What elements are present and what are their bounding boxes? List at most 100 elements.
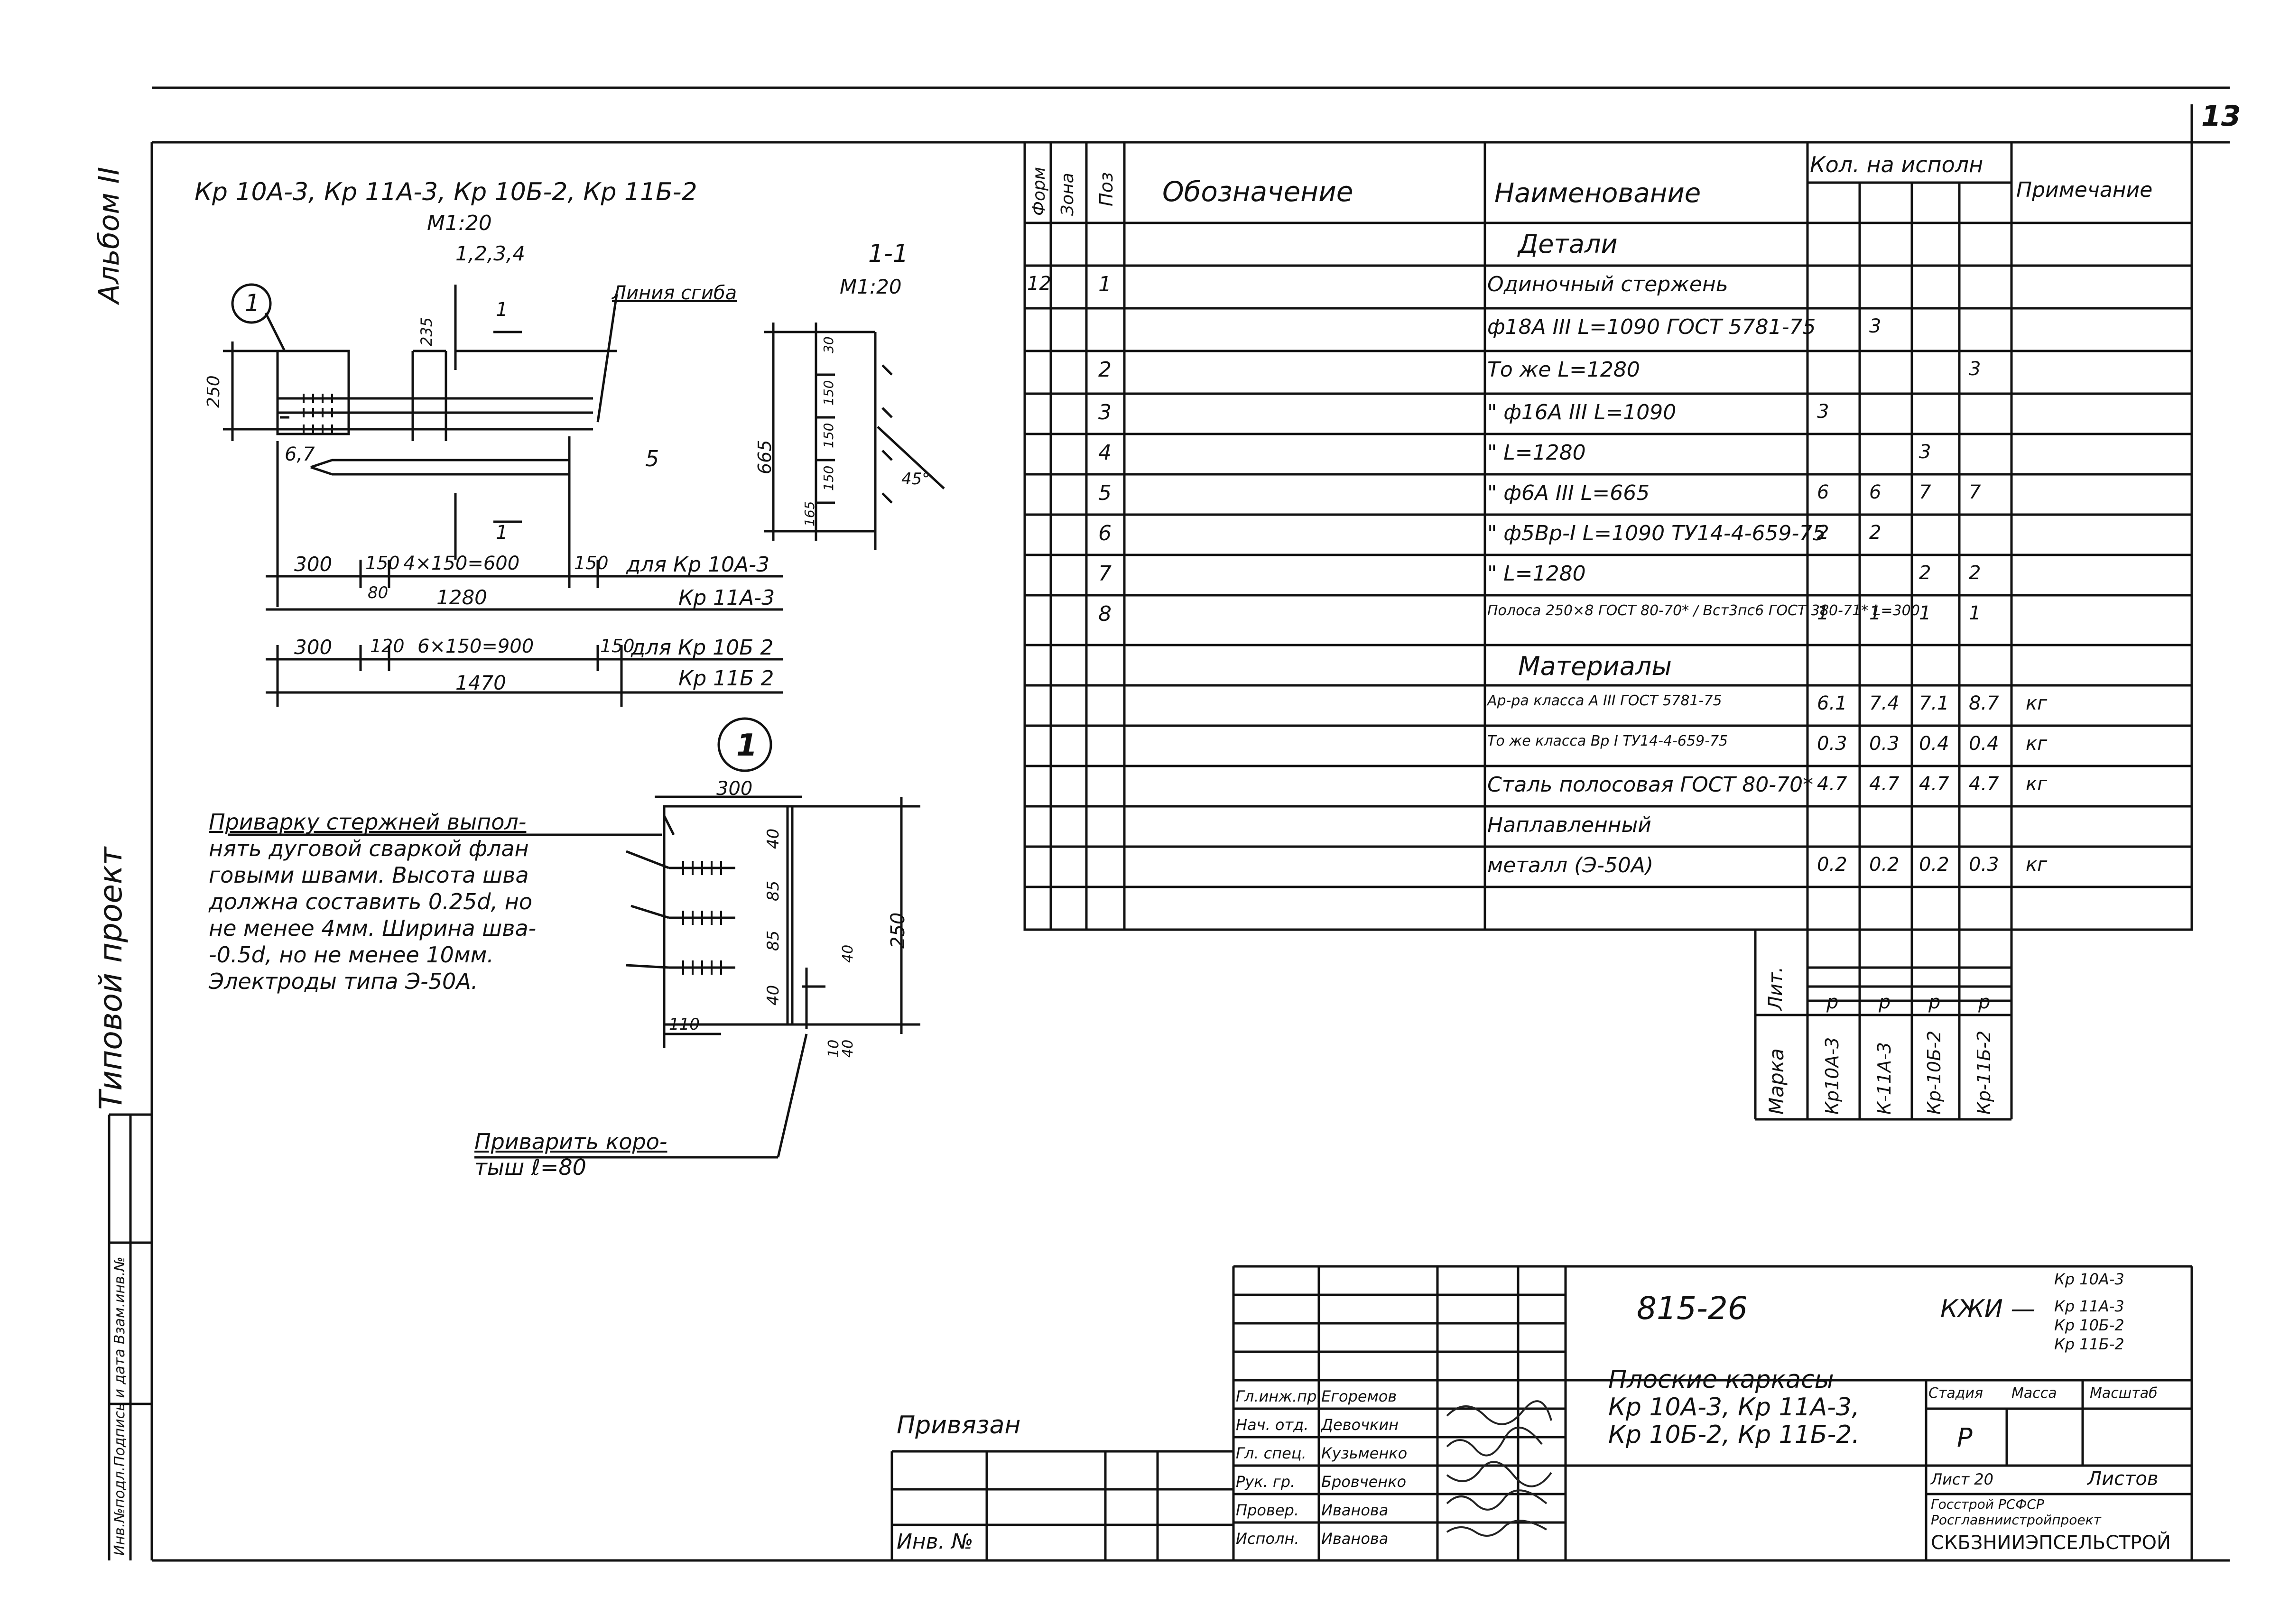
spec-qty-cell: 3 [1919,441,1931,463]
weld-note-line: должна составить 0.25d, но [209,889,533,914]
spec-qty-cell: 0.3 [1817,733,1847,755]
role-2: Гл. спец. [1236,1444,1307,1462]
hdr-qty: Кол. на исполн [1810,152,1983,177]
spec-qty-cell: 7 [1919,481,1931,503]
code-mark-1: Кр 11А-3 [2054,1297,2124,1315]
code-mark-3: Кр 11Б-2 [2054,1335,2124,1353]
spec-name-cell: " ф5Вр-I L=1090 ТУ14-4-659-75 [1487,521,1826,545]
pos-5-label: 5 [645,446,659,471]
spec-pos-cell: 1 [1098,272,1112,296]
org-line-1: Росглавниистройпроект [1931,1512,2101,1528]
positions-label: 1,2,3,4 [455,242,525,265]
spec-pos-cell: 6 [1098,521,1112,545]
mark-label: Марка [1765,1048,1788,1115]
hdr-name: Наименование [1494,178,1701,209]
code-mark-2: Кр 10Б-2 [2054,1316,2124,1334]
hdr-format: Форм [1029,166,1049,216]
spec-qty-cell: 1 [1869,602,1881,624]
dim-section-2: 150 [821,423,836,448]
spec-qty-cell: 4.7 [1869,773,1900,795]
lit-0: р [1826,991,1839,1013]
dim-80: 80 [368,583,389,602]
spec-qty-cell: 1 [1969,602,1981,624]
spec-name-cell: Ар-ра класса А III ГОСТ 5781-75 [1487,692,1722,709]
spec-qty-cell: 6 [1869,481,1881,503]
dim-section-3: 150 [821,465,836,491]
spec-qty-cell: 1 [1919,602,1931,624]
name-0: Егоремов [1321,1387,1397,1405]
weld-note-line: говыми швами. Высота шва [209,862,529,888]
spec-name-cell: " L=1280 [1487,562,1586,586]
hdr-pos: Поз [1096,172,1117,206]
spec-note-cell: кг [2026,773,2048,795]
spec-qty-cell: 7 [1969,481,1981,503]
spec-name-cell: " ф6А III L=665 [1487,481,1650,505]
hdr-zone: Зона [1058,173,1077,216]
spec-qty-cell: 0.2 [1817,854,1847,876]
detail-dim-right-1: 85 [764,880,783,901]
lit-1: р [1879,991,1891,1013]
name-3: Бровченко [1321,1473,1407,1491]
spec-qty-cell: 7.1 [1919,692,1949,714]
detail-dim-top: 300 [716,778,753,800]
dim-665: 665 [754,440,775,474]
spec-qty-cell: 2 [1919,562,1931,584]
mark-3: Кр-11Б-2 [1974,1030,1994,1115]
name-4: Иванова [1321,1501,1389,1519]
dim-row1-0: 300 [294,553,333,576]
for-label-2a: для Кр 10Б 2 [631,636,774,660]
spec-name-cell: " ф16А III L=1090 [1487,400,1677,424]
signature-scribbles [1446,1400,1552,1537]
tack-note-line: Приварить коро- [474,1129,667,1154]
product-name: Плоские каркасы Кр 10А-3, Кр 11А-3, Кр 1… [1608,1366,1860,1449]
spec-qty-cell: 0.4 [1969,733,1999,755]
weld-note: Приварку стержней выпол- нять дуговой св… [209,809,536,995]
spec-qty-cell: 3 [1869,315,1881,337]
lit-3: р [1978,991,1991,1013]
spec-name-cell: " L=1280 [1487,441,1586,465]
mark-0: Кр10А-3 [1822,1037,1843,1115]
dim-row2-3: 150 [600,636,635,656]
for-label-1b: Кр 11А-3 [678,586,775,610]
dim-section-4: 165 [802,501,817,526]
spec-name-cell: То же класса Вр I ТУ14-4-659-75 [1487,733,1728,749]
spec-qty-cell: 0.2 [1919,854,1949,876]
spec-format-cell: 12 [1027,273,1051,295]
spec-name-cell: Наплавленный [1487,813,1651,837]
tack-note: Приварить коро- тыш ℓ=80 [474,1129,667,1180]
sheet-label: Лист 20 [1931,1470,1993,1488]
spec-pos-cell: 8 [1098,602,1112,626]
spec-qty-cell: 0.4 [1919,733,1949,755]
role-1: Нач. отд. [1236,1416,1309,1434]
role-5: Исполн. [1236,1530,1299,1548]
dim-250-left: 250 [204,375,223,408]
sheet-number: 13 [2201,100,2241,133]
spec-qty-cell: 6.1 [1817,692,1847,714]
detail-dim-250: 250 [887,912,909,949]
callout-1: 1 [245,289,260,317]
spec-qty-cell: 3 [1817,401,1829,423]
product-name-line: Плоские каркасы [1608,1366,1834,1394]
section-mark-bottom: 1 [496,522,508,544]
spec-name-cell: ф18А III L=1090 ГОСТ 5781-75 [1487,315,1816,339]
spec-qty-cell: 0.3 [1969,854,1999,876]
section-scale: М1:20 [840,275,902,298]
spec-qty-cell: 6 [1817,481,1829,503]
spec-qty-cell: 0.3 [1869,733,1900,755]
dim-row2-2: 6×150=900 [417,636,534,657]
bend-line-label: Линия сгиба [612,282,737,304]
spec-name-cell: Одиночный стержень [1487,272,1728,296]
scale-label: Масштаб [2090,1385,2158,1402]
spec-name-cell: Материалы [1518,651,1672,681]
doc-code: КЖИ — [1940,1295,2036,1323]
mark-1: К-11А-3 [1874,1042,1895,1115]
lit-label: Лит. [1765,966,1787,1010]
org-line-0: Госстрой РСФСР [1931,1496,2044,1512]
dim-row1-2: 4×150=600 [403,553,520,574]
detail-dim-right-3: 40 [764,985,783,1006]
spec-pos-cell: 3 [1098,400,1112,424]
spec-qty-cell: 8.7 [1969,692,1999,714]
dim-section-0: 30 [821,336,836,353]
spec-qty-cell: 4.7 [1969,773,1999,795]
total-1470: 1470 [455,671,506,694]
